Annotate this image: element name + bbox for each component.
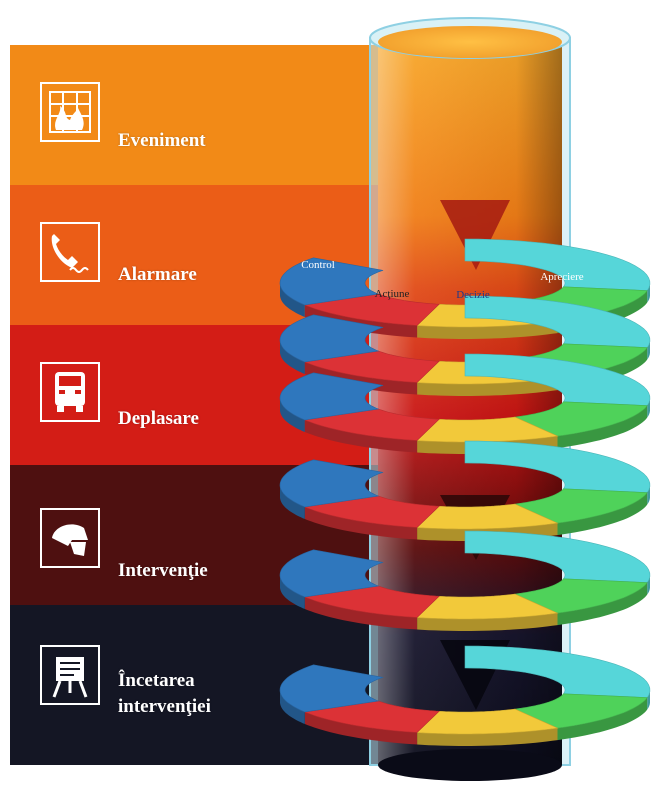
- ring-segment-side: [280, 575, 305, 609]
- firefighter-helmet-icon: [40, 508, 100, 568]
- phase-label-incetarea: Încetarea intervenţiei: [118, 670, 211, 717]
- vortex-funnel: [440, 200, 510, 270]
- cycle-step-label: Constatare: [596, 235, 643, 247]
- ring-segment-side: [557, 492, 648, 536]
- ring-segment-side: [647, 398, 650, 418]
- phase-label-deplasare: Deplasare: [118, 408, 199, 429]
- ring-segment-4: [279, 459, 384, 508]
- cylinder-bottom: [378, 749, 562, 781]
- phase-label-interventie: Intervenţie: [118, 560, 208, 581]
- ring-segment-side: [280, 690, 305, 724]
- ring-segment-side: [647, 283, 650, 303]
- ring-segment-4: [279, 372, 384, 421]
- ring-segment-side: [417, 321, 558, 339]
- cycle-step-label: Control: [301, 259, 335, 271]
- ring-segment-4: [279, 314, 384, 363]
- spiral-ring: [279, 238, 651, 339]
- easel-board-icon: [40, 645, 100, 705]
- cylinder-top: [378, 26, 562, 58]
- ring-segment-side: [280, 398, 305, 432]
- ring-segment-side: [647, 690, 650, 710]
- ring-segment-4: [279, 664, 384, 713]
- ring-segment-side: [304, 305, 418, 338]
- ring-segment-side: [647, 485, 650, 505]
- ring-segment-side: [557, 697, 648, 741]
- cycle-step-label: Decizie: [456, 289, 490, 301]
- spiral-ring: [279, 353, 651, 454]
- phase-label-eveniment: Eveniment: [118, 130, 206, 151]
- ring-segment-side: [304, 712, 418, 745]
- ring-segment-side: [417, 728, 558, 746]
- ring-segment-side: [304, 362, 418, 395]
- ring-segment-side: [280, 485, 305, 519]
- ring-segment-4: [279, 257, 384, 306]
- ring-segment-side: [417, 378, 558, 396]
- ring-segment-side: [280, 340, 305, 374]
- spiral-ring: [279, 530, 651, 631]
- ring-segment-side: [647, 575, 650, 595]
- cycle-step-label: Apreciere: [540, 271, 583, 283]
- ring-segment-side: [280, 283, 305, 317]
- cycle-step-label: Acţiune: [375, 288, 410, 300]
- ring-segment-side: [304, 597, 418, 630]
- ring-segment-side: [557, 405, 648, 449]
- ring-segment-side: [557, 582, 648, 626]
- fire-building-icon: [40, 82, 100, 142]
- ring-segment-side: [304, 420, 418, 453]
- ring-segment-side: [417, 613, 558, 631]
- ring-segment-side: [647, 340, 650, 360]
- spiral-ring: [279, 645, 651, 746]
- fire-truck-icon: [40, 362, 100, 422]
- phase-label-alarmare: Alarmare: [118, 264, 197, 285]
- phone-call-icon: [40, 222, 100, 282]
- ring-segment-4: [279, 549, 384, 598]
- ring-segment-side: [304, 507, 418, 540]
